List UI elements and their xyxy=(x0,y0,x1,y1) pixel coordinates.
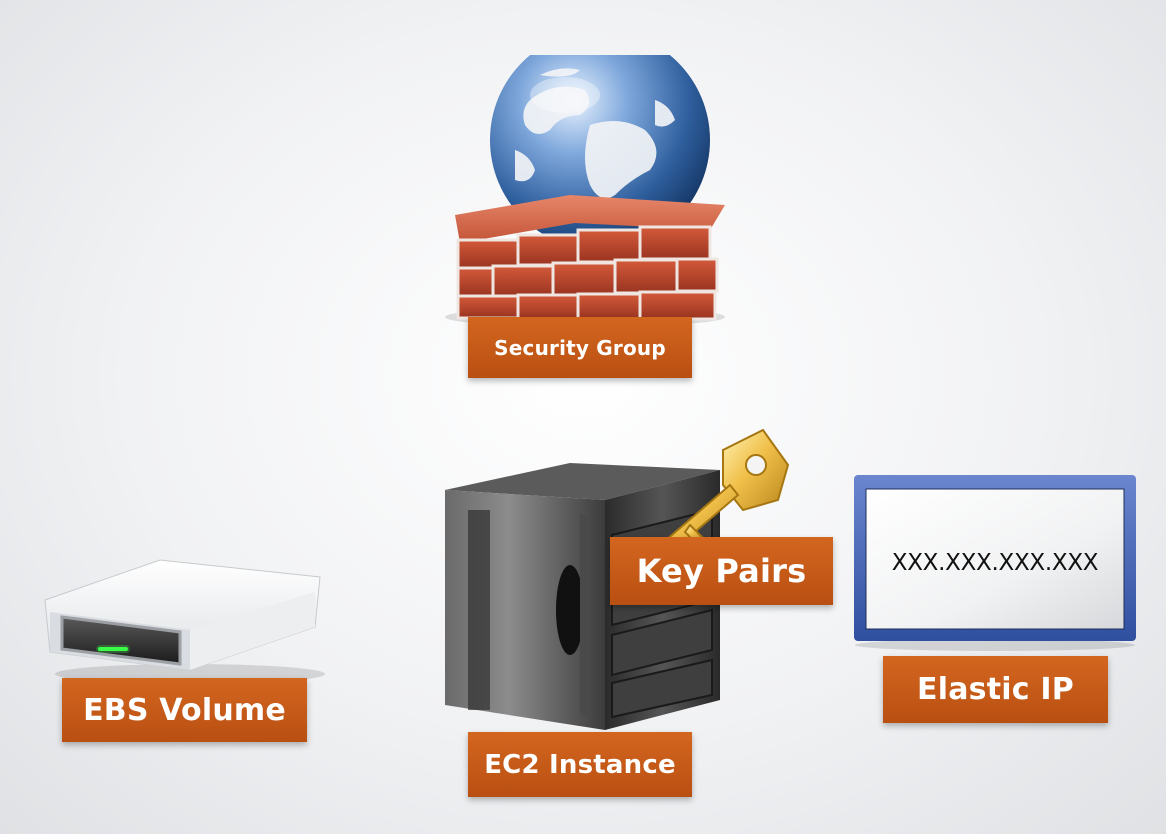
elastic-ip-label: Elastic IP xyxy=(883,656,1108,723)
external-drive-icon xyxy=(44,559,325,684)
monitor-frame-icon: XXX.XXX.XXX.XXX xyxy=(854,475,1136,651)
ip-address-text: XXX.XXX.XXX.XXX xyxy=(892,550,1099,576)
ebs-volume-label: EBS Volume xyxy=(62,678,307,742)
firewall-globe-icon xyxy=(445,55,725,327)
ec2-instance-label: EC2 Instance xyxy=(468,732,692,797)
key-pairs-label: Key Pairs xyxy=(610,537,833,605)
security-group-label: Security Group xyxy=(468,317,692,378)
